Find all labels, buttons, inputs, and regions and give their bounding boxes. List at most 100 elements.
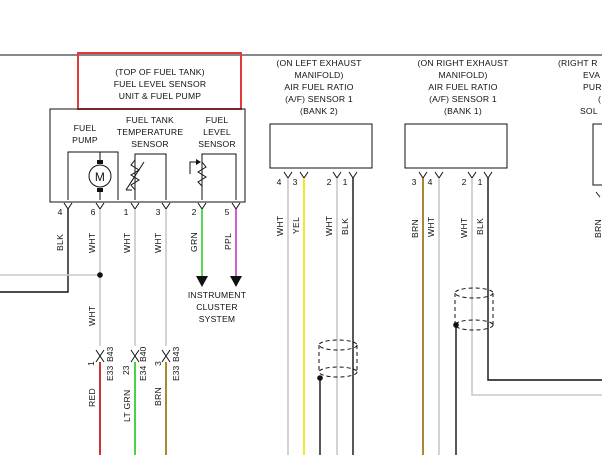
wire-color-label: BLK xyxy=(55,234,65,251)
pin-terminal xyxy=(467,171,477,179)
temp-sensor-line2: TEMPERATURE xyxy=(117,127,184,137)
pin-number: 2 xyxy=(192,207,197,217)
af-left-line1: (ON LEFT EXHAUST xyxy=(276,58,362,68)
pin-terminal xyxy=(434,171,444,179)
wire-color-label: BRN xyxy=(593,219,602,238)
af-right-box xyxy=(404,123,508,169)
unit-title-line1: (TOP OF FUEL TANK) xyxy=(115,67,205,77)
pin-terminal xyxy=(130,202,140,210)
wire-color-label: WHT xyxy=(87,232,97,253)
level-sensor-line3: SENSOR xyxy=(198,139,236,149)
pin-terminal xyxy=(299,171,309,179)
splice-dot xyxy=(97,272,103,278)
fuel-unit-pins: 4 6 1 3 2 5 BLK WHT WHT WHT GRN P xyxy=(0,202,247,346)
pin-number: 1 xyxy=(124,207,129,217)
af-right-line5: (BANK 1) xyxy=(444,106,482,116)
connector-name: B43 xyxy=(105,346,115,362)
motor-icon: M xyxy=(88,160,112,192)
wire-color-label: WHT xyxy=(122,232,132,253)
pin-number: 5 xyxy=(225,207,230,217)
pin-terminal xyxy=(418,171,428,179)
wire-color-label: YEL xyxy=(291,217,301,234)
connector-pin: 23 xyxy=(121,365,131,375)
wire-color-label: BLK xyxy=(475,218,485,235)
shield-symbol xyxy=(454,287,494,331)
pin-number: 3 xyxy=(156,207,161,217)
wire-blk xyxy=(0,209,69,293)
wire-color-label: PPL xyxy=(223,233,233,250)
cutoff-box-edge xyxy=(592,123,602,186)
pin-terminal xyxy=(197,202,207,210)
wire-color-label: WHT xyxy=(87,305,97,326)
wire-color-label: BRN xyxy=(410,219,420,238)
af-left-line3: AIR FUEL RATIO xyxy=(284,82,353,92)
af-right-line2: MANIFOLD) xyxy=(438,70,487,80)
wire-color-label: WHT xyxy=(426,216,436,237)
connector-pin: 3 xyxy=(153,361,163,366)
pin-terminal xyxy=(483,171,493,179)
pin-number: 4 xyxy=(428,177,433,187)
cutoff-line1: (RIGHT R xyxy=(558,58,598,68)
wire-wht xyxy=(471,178,602,396)
level-sensor-line2: LEVEL xyxy=(203,127,231,137)
pin-terminal xyxy=(161,202,171,210)
af-left-box xyxy=(269,123,373,169)
destination-line1: INSTRUMENT xyxy=(188,290,247,300)
cutoff-line3: PUR xyxy=(583,82,602,92)
fuel-tank-unit: (TOP OF FUEL TANK) FUEL LEVEL SENSOR UNI… xyxy=(49,52,246,203)
level-sensor-line1: FUEL xyxy=(206,115,229,125)
pin-number: 3 xyxy=(412,177,417,187)
wire-color-label: RED xyxy=(87,388,97,407)
connector-terminal xyxy=(130,349,140,363)
af-sensor-bank2: (ON LEFT EXHAUST MANIFOLD) AIR FUEL RATI… xyxy=(269,58,373,455)
wire-color-label: BRN xyxy=(153,387,163,406)
wire-color-label: WHT xyxy=(275,215,285,236)
pin-number: 2 xyxy=(327,177,332,187)
wire-blk xyxy=(487,178,602,381)
arrow-down-icon xyxy=(196,276,208,287)
pin-number: 4 xyxy=(277,177,282,187)
af-left-line5: (BANK 2) xyxy=(300,106,338,116)
cutoff-line4: ( xyxy=(598,94,601,104)
pin-terminal xyxy=(63,202,73,210)
cutoff-line2: EVA xyxy=(583,70,600,80)
splice-dot xyxy=(317,375,323,381)
connector-pin: 1 xyxy=(86,361,96,366)
potentiometer-icon xyxy=(189,159,207,187)
wire-color-label: WHT xyxy=(324,215,334,236)
pump-label-line1: FUEL xyxy=(74,123,97,133)
af-left-line2: MANIFOLD) xyxy=(294,70,343,80)
temp-sensor-line1: FUEL TANK xyxy=(126,115,174,125)
pin-terminal xyxy=(348,171,358,179)
pin-terminal xyxy=(283,171,293,179)
wire-color-label: LT GRN xyxy=(122,389,132,422)
connector-name: B43 xyxy=(171,346,181,362)
pin-terminal xyxy=(595,191,601,198)
af-right-line3: AIR FUEL RATIO xyxy=(428,82,497,92)
cut-off-component: (RIGHT R EVA PUR ( SOL BRN xyxy=(558,58,602,238)
destination-line2: CLUSTER xyxy=(196,302,238,312)
connector-block: E33 xyxy=(171,365,181,381)
af-left-line4: (A/F) SENSOR 1 xyxy=(285,94,353,104)
wire-color-label: BLK xyxy=(340,218,350,235)
thermistor-icon xyxy=(125,159,145,191)
cutoff-line5: SOL xyxy=(580,106,598,116)
pin-number: 3 xyxy=(293,177,298,187)
fuel-unit-box xyxy=(49,108,246,203)
af-sensor-bank1: (ON RIGHT EXHAUST MANIFOLD) AIR FUEL RAT… xyxy=(404,58,602,455)
pin-terminal xyxy=(332,171,342,179)
inline-connectors: 1 B43 E33 RED 23 B40 E34 LT GRN 3 B43 E3… xyxy=(86,346,181,455)
wire-color-label: GRN xyxy=(189,232,199,252)
pin-number: 1 xyxy=(478,177,483,187)
pin-terminal xyxy=(95,202,105,210)
connector-block: E33 xyxy=(105,365,115,381)
connector-block: E34 xyxy=(138,365,148,381)
arrow-down-icon xyxy=(230,276,242,287)
unit-title-line3: UNIT & FUEL PUMP xyxy=(119,91,202,101)
pin-number: 6 xyxy=(91,207,96,217)
level-sensor-internal-wire xyxy=(201,153,237,200)
af-right-line4: (A/F) SENSOR 1 xyxy=(429,94,497,104)
connector-name: B40 xyxy=(138,346,148,362)
wire-wht-pin6 xyxy=(0,209,101,276)
